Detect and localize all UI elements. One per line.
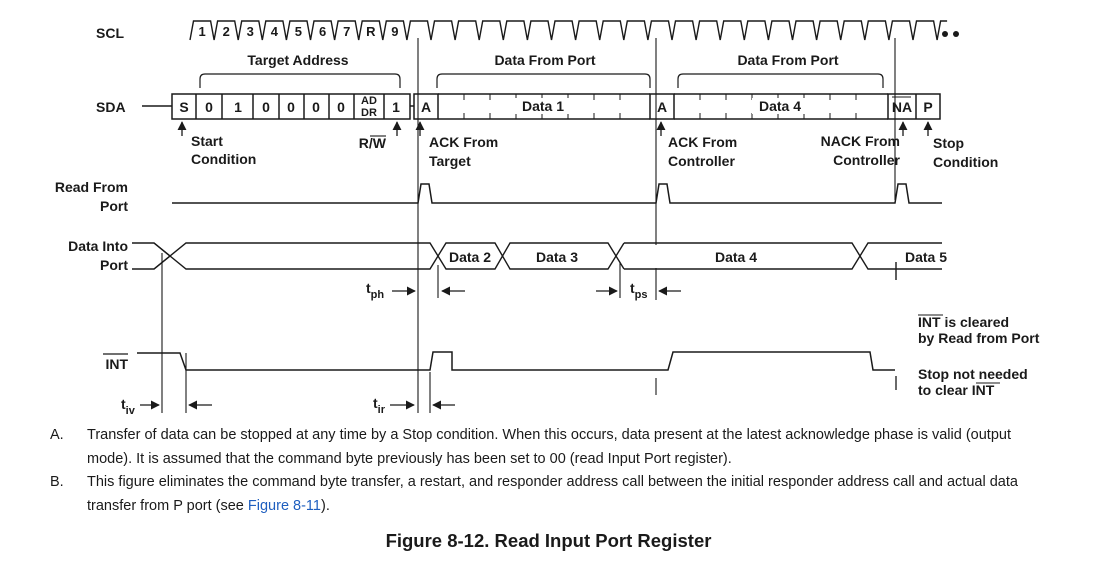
tir-label: tir [373, 395, 386, 416]
sda-label: SDA [96, 99, 126, 115]
rw-label: R/W [359, 135, 387, 151]
scl-pulse-label-bg [364, 23, 377, 38]
scl-pulse-label-bg [220, 23, 233, 38]
sda-bit-dr: DR [361, 107, 377, 119]
sda-bit: 0 [287, 99, 295, 115]
start-condition-label-2: Condition [191, 151, 256, 167]
sda-bit: 0 [262, 99, 270, 115]
stop-not-needed-label: Stop not needed [918, 366, 1028, 382]
data-5-label: Data 5 [905, 249, 947, 265]
sda-bit: 0 [337, 99, 345, 115]
sda-nack: NA [892, 99, 912, 115]
note-label: A. [50, 427, 64, 443]
data-into-port-waveform [132, 242, 942, 280]
data-1-label: Data 1 [522, 98, 564, 114]
scl-pulse-label: 5 [295, 24, 302, 39]
int-cleared-label-2: by Read from Port [918, 330, 1040, 346]
sda-bit: 0 [312, 99, 320, 115]
scl-pulse-label: 6 [319, 24, 326, 39]
scl-pulse-label-bg [244, 23, 257, 38]
sda-bit-rw: 1 [392, 99, 400, 115]
note-b: B. This figure eliminates the command by… [40, 471, 1060, 518]
note-text: This figure eliminates the command byte … [87, 471, 1060, 518]
stop-not-needed-label-2: to clear INT [918, 382, 995, 398]
nack-from-controller-label: NACK From [821, 133, 900, 149]
scl-pulse-label-bg [340, 23, 353, 38]
data-4-label: Data 4 [759, 98, 801, 114]
int-waveform [137, 351, 895, 371]
data-into-port-label-2: Port [100, 257, 128, 273]
data-4-label-bg [752, 98, 808, 114]
tps-label: tps [630, 280, 648, 301]
ack-from-target-label-2: Target [429, 153, 471, 169]
scl-pulse-label: 1 [198, 24, 205, 39]
scl-pulse-label: 4 [271, 24, 279, 39]
start-condition-label: Start [191, 133, 223, 149]
scl-label: SCL [96, 25, 124, 41]
scl-pulse-label: 9 [391, 24, 398, 39]
scl-clock-path [189, 20, 948, 41]
scl-pulse-label-bg [388, 23, 401, 38]
sda-frame [142, 93, 941, 120]
int-label: INT [105, 356, 128, 372]
int-cleared-label: INT is cleared [918, 314, 1009, 330]
note-a: A. Transfer of data can be stopped at an… [40, 424, 1060, 471]
ack-from-controller-label: ACK From [668, 134, 737, 150]
data-from-port-label: Data From Port [737, 52, 838, 68]
scl-pulse-label-bg [292, 23, 305, 38]
sda-bit-start: S [179, 99, 188, 115]
note-text: Transfer of data can be stopped at any t… [87, 427, 1011, 467]
scl-pulse-label: 2 [223, 24, 230, 39]
scl-pulse-label-bg [316, 23, 329, 38]
data-2-label: Data 2 [449, 249, 491, 265]
data-4-port-label: Data 4 [715, 249, 757, 265]
read-from-port-label: Read From [55, 179, 128, 195]
figure-caption: Figure 8-12. Read Input Port Register [385, 530, 712, 551]
timing-diagram: SCL SDA Read From Port Data Into Port IN… [55, 20, 1040, 417]
note-b-text: This figure eliminates the command byte … [87, 474, 1018, 514]
data-from-port-label: Data From Port [494, 52, 595, 68]
read-from-port-label-2: Port [100, 198, 128, 214]
ack-from-controller-label-2: Controller [668, 153, 735, 169]
continuation-dot [953, 31, 959, 37]
notes: A. Transfer of data can be stopped at an… [40, 424, 1060, 518]
brace-target-address [199, 73, 401, 88]
data-3-label: Data 3 [536, 249, 578, 265]
ack-from-target-label: ACK From [429, 134, 498, 150]
brace-data-from-port-2 [677, 73, 884, 88]
continuation-dot [942, 31, 948, 37]
figure-8-11-link[interactable]: Figure 8-11 [247, 497, 321, 514]
sda-bit: 1 [234, 99, 242, 115]
scl-pulse-label: 7 [343, 24, 350, 39]
read-from-port-waveform [172, 183, 942, 204]
data-into-port-label: Data Into [68, 238, 128, 254]
sda-bit: 0 [205, 99, 213, 115]
note-label: B. [50, 474, 64, 490]
tph-label: tph [366, 280, 384, 301]
data-1-label-bg [515, 98, 571, 114]
sda-stop: P [923, 99, 932, 115]
stop-condition-label: Stop [933, 135, 964, 151]
scl-pulse-label: 3 [247, 24, 254, 39]
scl-pulse-label-bg [268, 23, 281, 38]
sda-ack: A [421, 99, 431, 115]
brace-data-from-port-1 [436, 73, 651, 88]
note-b-suffix: ). [320, 497, 330, 514]
scl-pulse-label-bg [196, 23, 209, 38]
tiv-label: tiv [121, 396, 136, 417]
sda-bit-ad: AD [361, 95, 377, 107]
sda-bit-dividers [195, 94, 385, 119]
stop-condition-label-2: Condition [933, 154, 998, 170]
scl-pulse-label: R [366, 24, 376, 39]
sda-ack: A [657, 99, 667, 115]
nack-from-controller-label-2: Controller [833, 152, 900, 168]
target-address-label: Target Address [247, 52, 348, 68]
